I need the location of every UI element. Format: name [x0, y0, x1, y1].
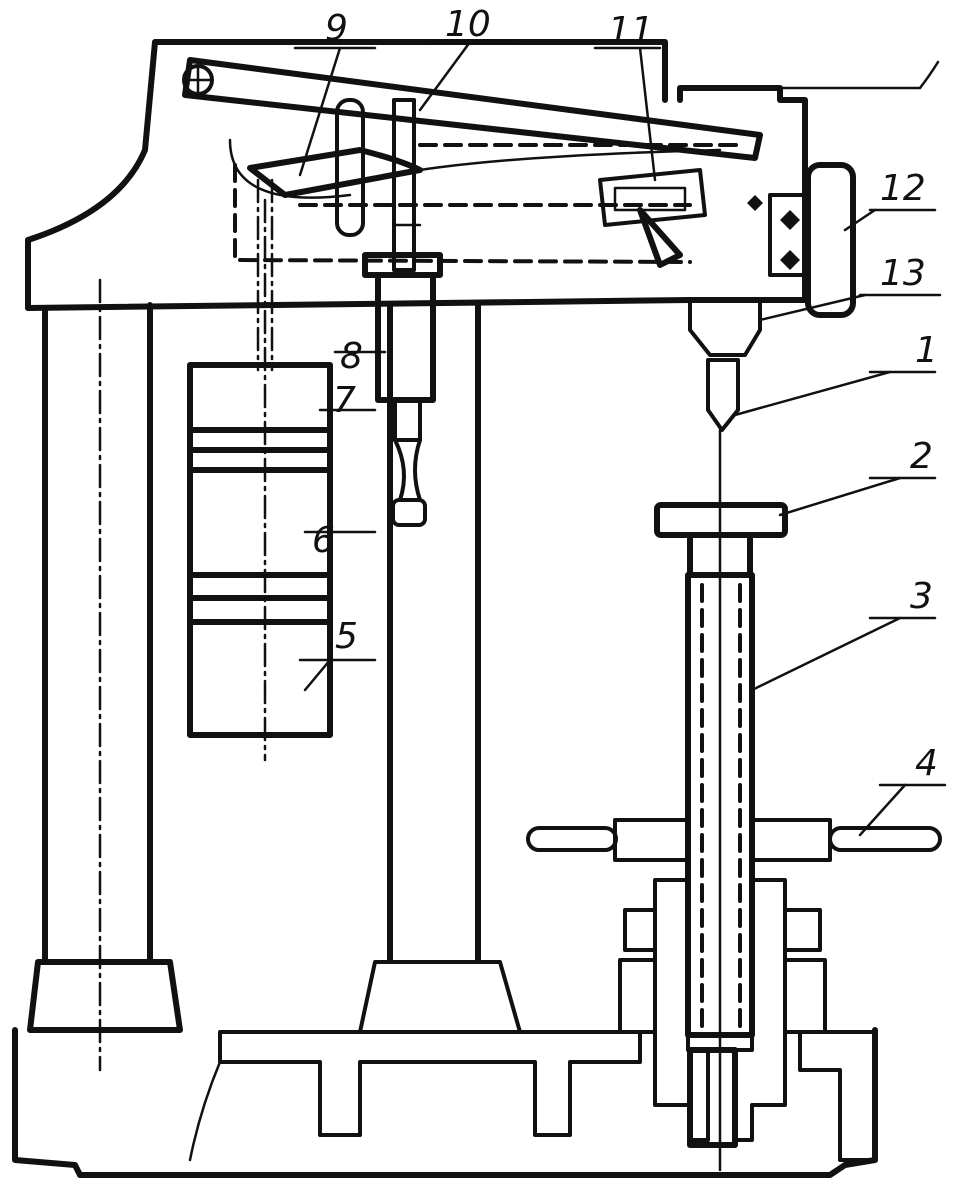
- label-7: 7: [333, 380, 356, 421]
- label-2: 2: [910, 436, 933, 477]
- center-column: [387, 302, 481, 963]
- indenter-head: [677, 60, 940, 1172]
- machine-base: [12, 960, 878, 1178]
- spindle: [362, 223, 443, 527]
- label-1: 1: [915, 330, 938, 371]
- label-5: 5: [335, 616, 358, 657]
- part-labels: 9 10 11 12 13 1 2 3 4 5 6 7 8: [312, 4, 938, 784]
- anvil-screw: [526, 502, 942, 1148]
- leader-lines: [293, 40, 947, 837]
- weight-stack: [187, 198, 333, 762]
- label-3: 3: [910, 576, 933, 617]
- label-9: 9: [325, 8, 348, 49]
- label-6: 6: [312, 520, 335, 561]
- label-8: 8: [340, 336, 363, 377]
- knurled-knob: [805, 162, 856, 318]
- lever-system: [182, 57, 763, 372]
- label-10: 10: [445, 4, 491, 45]
- label-12: 12: [880, 168, 926, 209]
- left-column: [27, 278, 183, 1072]
- label-11: 11: [608, 10, 654, 51]
- gauge-bracket: [598, 168, 707, 268]
- label-13: 13: [880, 253, 926, 294]
- frame-head: [25, 39, 807, 311]
- label-4: 4: [915, 743, 938, 784]
